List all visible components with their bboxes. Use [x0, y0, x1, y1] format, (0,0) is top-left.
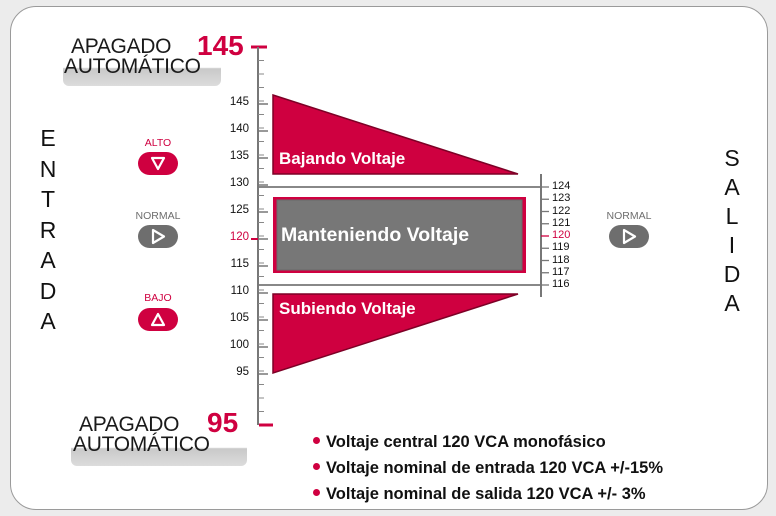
input-label-letter: N: [39, 155, 57, 182]
output-tick-label: 120: [552, 229, 571, 241]
reduce-band-label: Bajando Voltaje: [279, 149, 406, 168]
bullet-text: Voltaje nominal de entrada 120 VCA +/-15…: [326, 459, 663, 477]
output-tick-label: 122: [552, 204, 571, 217]
state-pill-low: [138, 308, 178, 331]
bullet-text: Voltaje nominal de salida 120 VCA +/- 3%: [326, 485, 646, 503]
input-tick-label: 100: [229, 339, 249, 351]
input-label-letter: A: [40, 308, 56, 334]
output-state-label: NORMAL: [606, 210, 652, 222]
state-pill-normal: [138, 225, 178, 248]
input-label-letter: R: [39, 216, 57, 243]
output-tick-label: 121: [552, 216, 571, 229]
bullet-dot: [313, 489, 320, 497]
input-label-letter: D: [39, 277, 57, 304]
input-tick-label: 120: [229, 231, 249, 243]
bullet-dot: [313, 437, 320, 445]
boost-band-label: Subiendo Voltaje: [279, 299, 416, 318]
shutoff-low-value: 95: [207, 407, 239, 438]
output-tick-label: 124: [552, 180, 571, 192]
bullet-item-1: Voltaje central 120 VCA monofásico: [313, 433, 606, 452]
input-label-letter: T: [40, 186, 56, 212]
maintain-band: [276, 199, 523, 271]
output-tick-label: 116: [552, 278, 570, 290]
output-tick-label: 123: [552, 192, 571, 205]
output-tick-label: 117: [552, 265, 570, 278]
shutoff-high-box: [63, 50, 221, 86]
diagram-frame: APAGADO AUTOMÁTICO 145 APAGADO AUTOMÁTIC…: [10, 6, 768, 510]
output-label-letter: L: [725, 203, 739, 229]
shutoff-low-line2: AUTOMÁTICO: [73, 433, 210, 456]
shutoff-high-line2: AUTOMÁTICO: [64, 55, 201, 78]
output-label-letter: D: [723, 261, 741, 287]
input-label-letter: E: [40, 125, 56, 151]
boost-band: [272, 293, 519, 375]
output-tick-label: 119: [552, 241, 570, 254]
input-tick-label: 145: [229, 96, 249, 108]
reduce-band: [272, 93, 519, 175]
output-label-letter: S: [724, 145, 740, 171]
state-label-normal: NORMAL: [135, 210, 181, 222]
input-tick-label: 95: [236, 366, 249, 378]
bullet-item-2: Voltaje nominal de entrada 120 VCA +/-15…: [313, 459, 663, 478]
maintain-band-label: Manteniendo Voltaje: [281, 224, 470, 246]
input-tick-label: 115: [230, 258, 249, 270]
state-label-low: BAJO: [144, 292, 172, 304]
input-tick-label: 105: [229, 312, 249, 324]
triangle-up-icon: [150, 312, 166, 327]
output-label-letter: A: [724, 174, 740, 200]
shutoff-high-value: 145: [197, 30, 244, 61]
input-tick-label: 110: [230, 285, 249, 297]
output-label-letter: A: [724, 290, 740, 316]
voltage-scale-diagram: [251, 45, 549, 427]
input-label-letter: A: [40, 247, 56, 273]
state-pill-high: [138, 152, 178, 175]
output-tick-label: 118: [552, 253, 570, 266]
input-tick-label: 135: [229, 150, 249, 162]
state-label-high: ALTO: [144, 137, 172, 149]
shutoff-high-line1: APAGADO: [71, 35, 172, 58]
input-tick-label: 125: [229, 204, 249, 216]
triangle-right-icon: [622, 228, 637, 245]
triangle-down-icon: [150, 156, 166, 171]
output-state-pill: [609, 225, 649, 248]
triangle-right-icon: [151, 228, 166, 245]
input-tick-label: 140: [229, 123, 249, 135]
shutoff-low-box: [71, 430, 247, 466]
bullet-dot: [313, 463, 320, 471]
bullet-item-3: Voltaje nominal de salida 120 VCA +/- 3%: [313, 485, 646, 504]
output-label-letter: I: [728, 232, 736, 258]
bullet-text: Voltaje central 120 VCA monofásico: [326, 433, 606, 451]
input-tick-label: 130: [229, 177, 249, 189]
shutoff-low-line1: APAGADO: [79, 413, 180, 436]
